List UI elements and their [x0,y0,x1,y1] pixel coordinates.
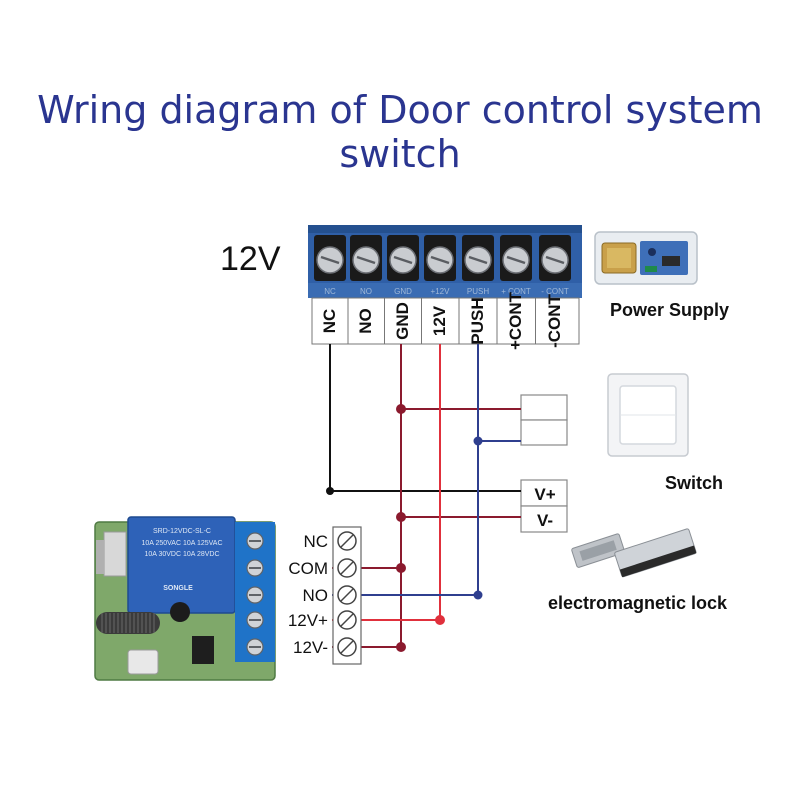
screw-slot [545,255,565,265]
junction-nc [326,487,334,495]
diagram-title: Wring diagram of Door control system swi… [37,88,763,176]
antenna-coil-windings [101,613,155,633]
screw-slot [393,255,413,265]
receiver-terminal-screws [337,531,357,657]
terminal-label-dividers [347,298,536,344]
terminal-label-plate [311,297,580,345]
strip-label: - CONT [541,287,569,296]
screw-slot [340,640,354,654]
screw-slot [468,255,488,265]
junction-push-no [473,590,483,600]
receiver-terminal-labels: NC COM NO 12V+ 12V- [288,532,328,657]
screw-slot [340,534,354,548]
terminal-labels: NC NO GND 12V PUSH +CONT -CONT [320,291,564,350]
terminal-label-cont: +CONT [506,291,525,350]
strip-labels: NC NO GND +12V PUSH + CONT - CONT [324,287,569,296]
lock-magnet-base [619,545,697,578]
lock-armature-face [579,540,617,561]
chip [662,256,680,266]
receiver-terminal-label: NC [303,532,328,551]
screw-slot [430,255,450,265]
lock-terminal-vminus [520,505,568,533]
electromagnetic-lock-image [571,528,697,578]
junction-push-switch [473,436,483,446]
lock-label: electromagnetic lock [548,593,728,613]
terminal-green [645,266,657,272]
terminal-screws [314,235,571,281]
receiver-board-screws [246,532,264,656]
relay-brand-text: SONGLE [163,585,193,592]
screw-slot [506,255,526,265]
antenna-coil [96,612,160,634]
strip-label: PUSH [467,287,489,296]
receiver-terminal-label: 12V+ [288,611,328,630]
terminal-label-12v: 12V [430,305,449,336]
screw-slot [356,255,376,265]
relay-rating-text-1: 10A 250VAC 10A 125VAC [141,540,222,547]
wall-switch-image [607,373,689,457]
junction-gnd-switch [396,404,406,414]
strip-label: NO [360,287,372,296]
junction-gnd-12v-minus [396,642,406,652]
strip-label: + CONT [501,287,531,296]
strip-label: +12V [431,287,451,296]
strip-label: GND [394,287,412,296]
terminal-label-gnd: GND [393,302,412,340]
controller-block: NC NO GND +12V PUSH + CONT - CONT NC NO GND 12V PU… [308,225,582,350]
relay-rating-text-2: 10A 30VDC 10A 28VDC [144,551,219,558]
crystal [103,531,127,577]
capacitor [170,602,190,622]
receiver-terminal-label: NO [303,586,329,605]
side-pins [96,540,104,574]
terminal-label-nc: NC [320,309,339,334]
learn-button [127,649,159,675]
controller-label-strip [308,283,582,298]
strip-label: NC [324,287,336,296]
receiver-terminal-label: 12V- [293,638,328,657]
terminal-label-cont: -CONT [545,293,564,347]
switch-terminal-bottom [520,419,568,446]
switch-label: Switch [665,473,724,493]
junction-gnd-vminus [396,512,406,522]
transformer-core [607,248,631,268]
junction-gnd-com [396,563,406,573]
screw-slot [320,255,340,265]
controller-top-edge [308,225,582,233]
lock-terminal-label-vplus: V+ [534,485,555,504]
screw-slot [340,561,354,575]
wire-nc-to-vplus [329,344,521,492]
switch-terminal-top [520,394,568,421]
terminal-label-push: PUSH [468,297,487,344]
lock-terminal-vplus [520,479,568,507]
capacitor [648,248,656,256]
chip [192,636,214,664]
screw-slot [340,588,354,602]
receiver-terminal-label: COM [288,559,328,578]
power-supply-image [594,231,698,285]
junction-12v [435,615,445,625]
voltage-label: 12V [220,240,281,278]
receiver-terminal-block: NC COM NO 12V+ 12V- [288,526,362,665]
receiver-board-image: SRD-12VDC-SL-C 10A 250VAC 10A 125VAC 10A… [94,516,276,681]
relay [128,517,235,613]
lock-terminal-label-vminus: V- [537,511,553,530]
screw-slot [340,613,354,627]
junction-dots [326,404,483,652]
relay-model-text: SRD-12VDC-SL-C [153,528,211,535]
power-supply-label: Power Supply [610,300,730,320]
terminal-label-no: NO [356,308,375,334]
